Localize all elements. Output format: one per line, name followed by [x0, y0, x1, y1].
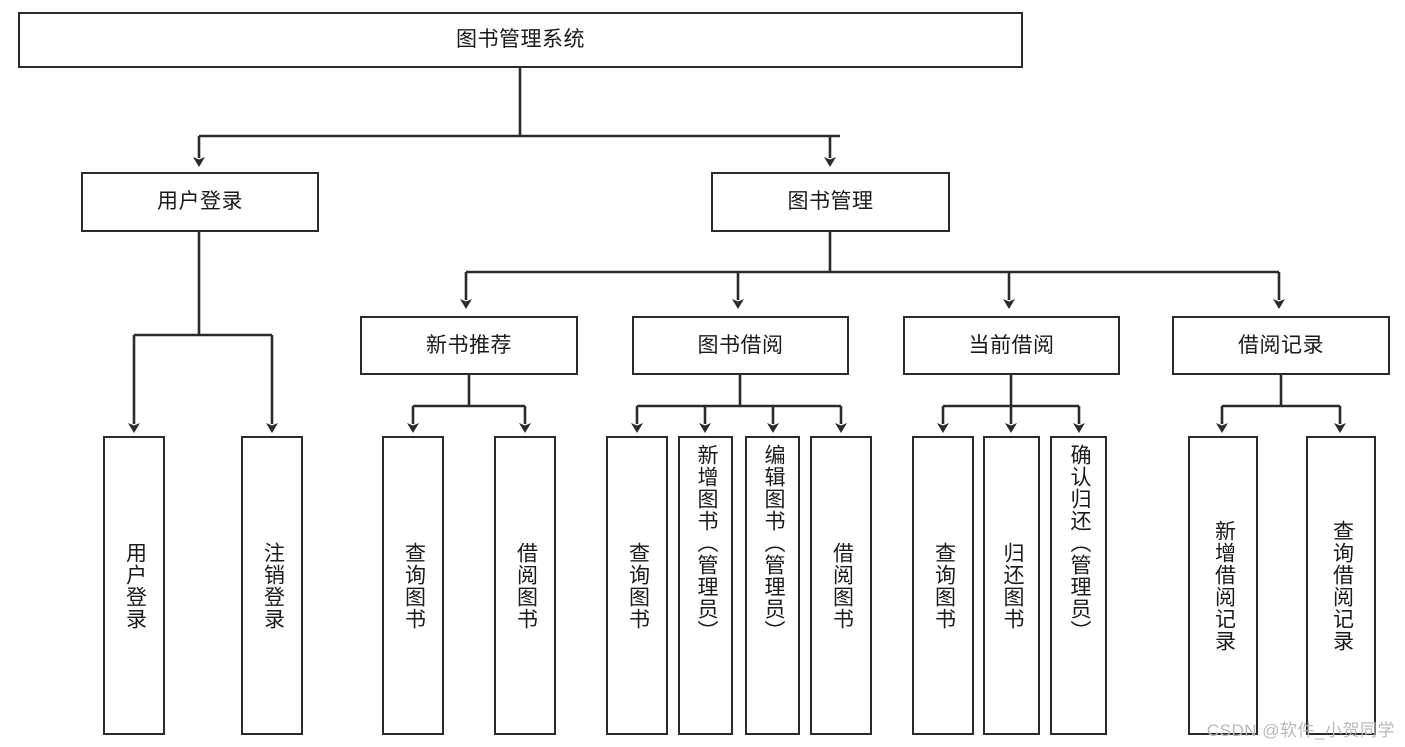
node-label: 当前借阅: [968, 333, 1055, 357]
leaf-current-borrow-query-book[interactable]: 查询图书: [912, 436, 974, 735]
node-label: 查询图书: [402, 541, 426, 630]
leaf-borrow-record-add-record[interactable]: 新增借阅记录: [1188, 436, 1258, 735]
node-label: 图书借阅: [697, 333, 784, 357]
node-label: 图书管理系统: [456, 28, 585, 52]
leaf-book-borrow-query-book[interactable]: 查询图书: [606, 436, 668, 735]
node-user-login[interactable]: 用户登录: [81, 172, 319, 232]
node-label: 用户登录: [123, 541, 147, 630]
node-label: 编辑图书（管理员）: [761, 444, 785, 642]
leaf-book-borrow-borrow-book[interactable]: 借阅图书: [810, 436, 872, 735]
node-label: 查询借阅记录: [1330, 519, 1354, 652]
leaf-book-borrow-edit-book-admin[interactable]: 编辑图书（管理员）: [745, 436, 800, 735]
leaf-current-borrow-return-book[interactable]: 归还图书: [983, 436, 1040, 735]
node-book-management-system[interactable]: 图书管理系统: [18, 12, 1023, 68]
leaf-current-borrow-confirm-return-admin[interactable]: 确认归还（管理员）: [1050, 436, 1107, 735]
node-book-management[interactable]: 图书管理: [711, 172, 950, 232]
leaf-book-borrow-add-book-admin[interactable]: 新增图书（管理员）: [678, 436, 733, 735]
node-label: 注销登录: [261, 541, 285, 630]
leaf-new-book-query-book[interactable]: 查询图书: [382, 436, 444, 735]
leaf-user-login-login[interactable]: 用户登录: [103, 436, 165, 735]
node-label: 用户登录: [157, 190, 243, 214]
node-label: 新书推荐: [426, 333, 512, 357]
node-label: 归还图书: [1000, 541, 1024, 630]
node-label: 新增借阅记录: [1212, 519, 1236, 652]
node-label: 查询图书: [932, 541, 956, 630]
node-new-book-recommend[interactable]: 新书推荐: [360, 316, 578, 375]
leaf-new-book-borrow-book[interactable]: 借阅图书: [494, 436, 556, 735]
leaf-borrow-record-query-record[interactable]: 查询借阅记录: [1306, 436, 1376, 735]
node-label: 图书管理: [787, 190, 874, 214]
node-label: 查询图书: [626, 541, 650, 630]
leaf-user-login-logout[interactable]: 注销登录: [241, 436, 303, 735]
node-label: 确认归还（管理员）: [1067, 444, 1091, 642]
node-current-borrow[interactable]: 当前借阅: [903, 316, 1120, 375]
node-book-borrow[interactable]: 图书借阅: [632, 316, 849, 375]
node-label: 借阅图书: [514, 541, 538, 630]
node-label: 新增图书（管理员）: [694, 444, 718, 642]
node-borrow-record[interactable]: 借阅记录: [1172, 316, 1390, 375]
node-label: 借阅记录: [1238, 333, 1324, 357]
node-label: 借阅图书: [830, 541, 854, 630]
